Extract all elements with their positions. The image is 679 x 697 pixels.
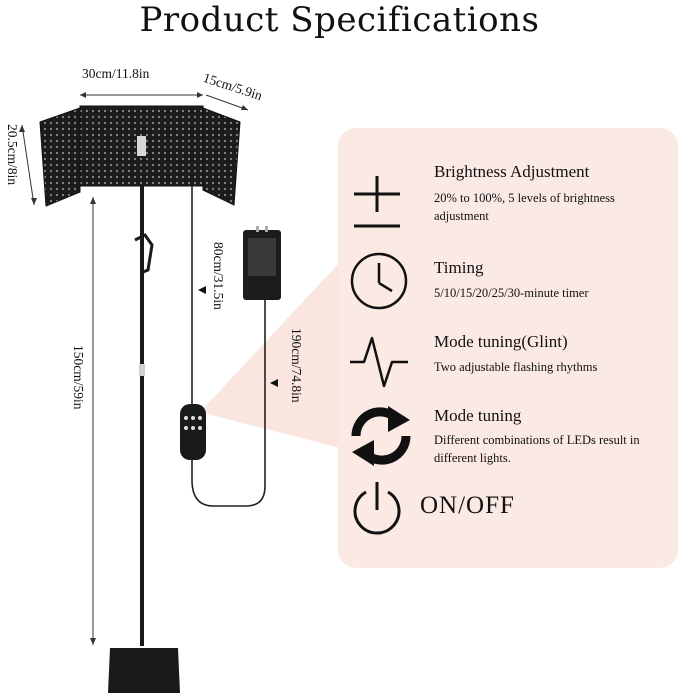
dim-pole-height: 150cm/59in — [71, 345, 86, 410]
dim-cable-upper: 80cm/31.5in — [211, 242, 226, 310]
highlight-beam — [200, 262, 340, 448]
plus-minus-icon — [354, 176, 400, 228]
feature-title: ON/OFF — [420, 492, 515, 519]
feature-description: 20% to 100%, 5 levels of brightness adju… — [434, 191, 615, 223]
dim-panel-width: 30cm/11.8in — [82, 66, 150, 81]
power-icon — [353, 482, 401, 535]
led-panel-right — [202, 107, 241, 206]
feature-description: Two adjustable flashing rhythms — [434, 360, 598, 374]
feature-title: Mode tuning — [434, 406, 522, 425]
panel-mount — [137, 136, 146, 156]
stand-pole — [140, 186, 144, 646]
features-panel: Brightness Adjustment 20% to 100%, 5 lev… — [338, 128, 678, 568]
feature-title: Mode tuning(Glint) — [434, 332, 568, 351]
dim-panel-height: 20.5cm/8in — [5, 124, 20, 186]
dim-cable-total: 190cm/74.8in — [289, 328, 304, 403]
feature-title: Brightness Adjustment — [434, 162, 590, 181]
cycle-arrows-icon — [351, 406, 411, 466]
feature-title: Timing — [434, 258, 484, 277]
pole-joint — [139, 364, 145, 376]
waveform-icon — [350, 336, 408, 388]
clock-icon — [350, 252, 408, 310]
feature-description: 5/10/15/20/25/30-minute timer — [434, 286, 589, 300]
pole-clamp — [134, 233, 154, 274]
page-title: Product Specifications — [139, 0, 540, 40]
power-cable — [191, 186, 266, 507]
stand-base — [108, 648, 180, 693]
feature-description: Different combinations of LEDs result in… — [434, 433, 640, 465]
product-illustration — [19, 92, 340, 693]
led-panel-left — [39, 107, 81, 207]
remote-control — [180, 404, 206, 460]
